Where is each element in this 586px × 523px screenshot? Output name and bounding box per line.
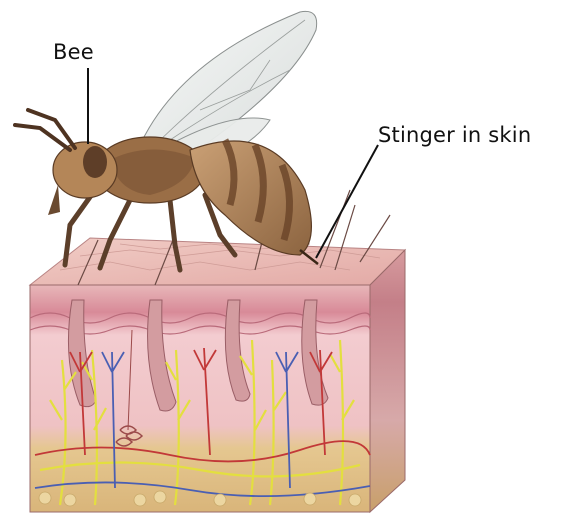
- skin-side-face: [370, 250, 405, 512]
- bee-antennae: [15, 110, 75, 150]
- skin-block: [30, 190, 405, 512]
- bee-eye: [83, 146, 107, 178]
- stinger-leader-line: [316, 145, 378, 258]
- stinger-label: Stinger in skin: [378, 123, 531, 147]
- bee-mandible: [48, 185, 60, 215]
- bee-abdomen: [190, 141, 311, 255]
- bee-label: Bee: [53, 40, 94, 64]
